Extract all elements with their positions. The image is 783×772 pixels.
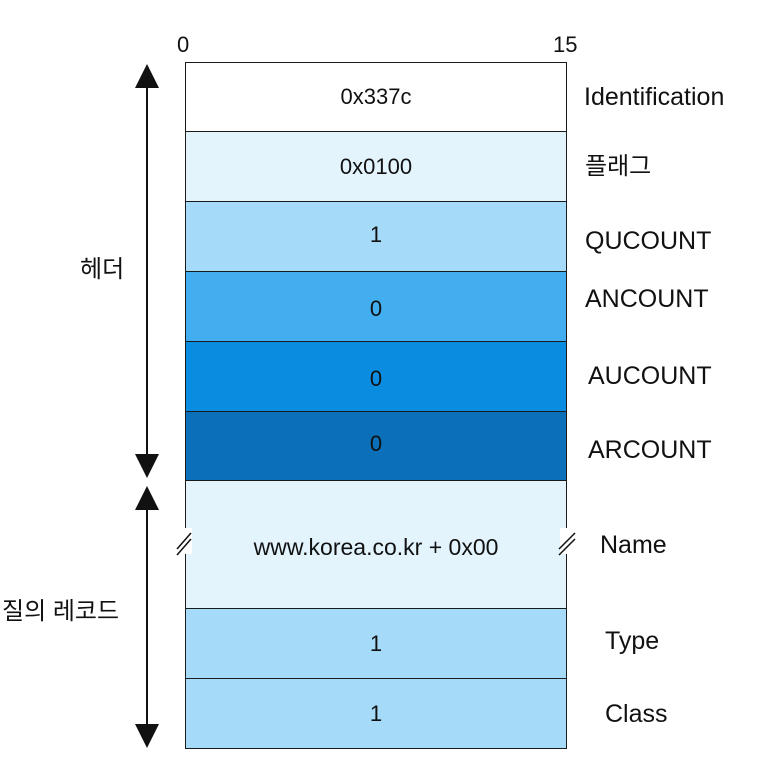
field-aucount-value: 0 — [369, 365, 383, 391]
field-arcount: 0 — [185, 411, 567, 481]
field-class-value: 1 — [369, 700, 383, 726]
bit-scale-start: 0 — [177, 32, 190, 57]
field-name: www.korea.co.kr + 0x00 — [185, 480, 567, 609]
field-name-value: www.korea.co.kr + 0x00 — [253, 534, 499, 560]
section-label-query-record: 질의 레코드 — [2, 598, 120, 625]
label-type: Type — [605, 627, 660, 655]
query-record-span-arrow — [135, 486, 159, 748]
field-type-value: 1 — [369, 630, 383, 656]
field-ancount-value: 0 — [369, 295, 383, 321]
field-arcount-value: 0 — [369, 431, 383, 456]
field-class: 1 — [185, 678, 567, 749]
label-class: Class — [605, 700, 668, 728]
field-aucount: 0 — [185, 341, 567, 412]
name-field-break-right-icon — [558, 528, 576, 556]
field-identification-value: 0x337c — [340, 84, 412, 109]
field-type: 1 — [185, 608, 567, 679]
section-label-header: 헤더 — [80, 256, 125, 283]
label-ancount: ANCOUNT — [585, 285, 709, 313]
label-name: Name — [600, 531, 667, 559]
label-arcount: ARCOUNT — [588, 436, 712, 464]
name-field-break-left-icon — [176, 528, 192, 556]
field-flags-value: 0x0100 — [339, 153, 413, 179]
label-identification: Identification — [584, 83, 725, 111]
label-aucount: AUCOUNT — [588, 362, 712, 390]
label-flags: 플래그 — [585, 153, 652, 180]
header-span-arrow — [135, 64, 159, 478]
field-qucount-value: 1 — [369, 221, 383, 247]
label-qucount: QUCOUNT — [585, 227, 712, 255]
field-flags: 0x0100 — [185, 131, 567, 202]
bit-scale-end: 15 — [553, 32, 578, 57]
field-ancount: 0 — [185, 271, 567, 342]
field-identification: 0x337c — [185, 62, 567, 132]
